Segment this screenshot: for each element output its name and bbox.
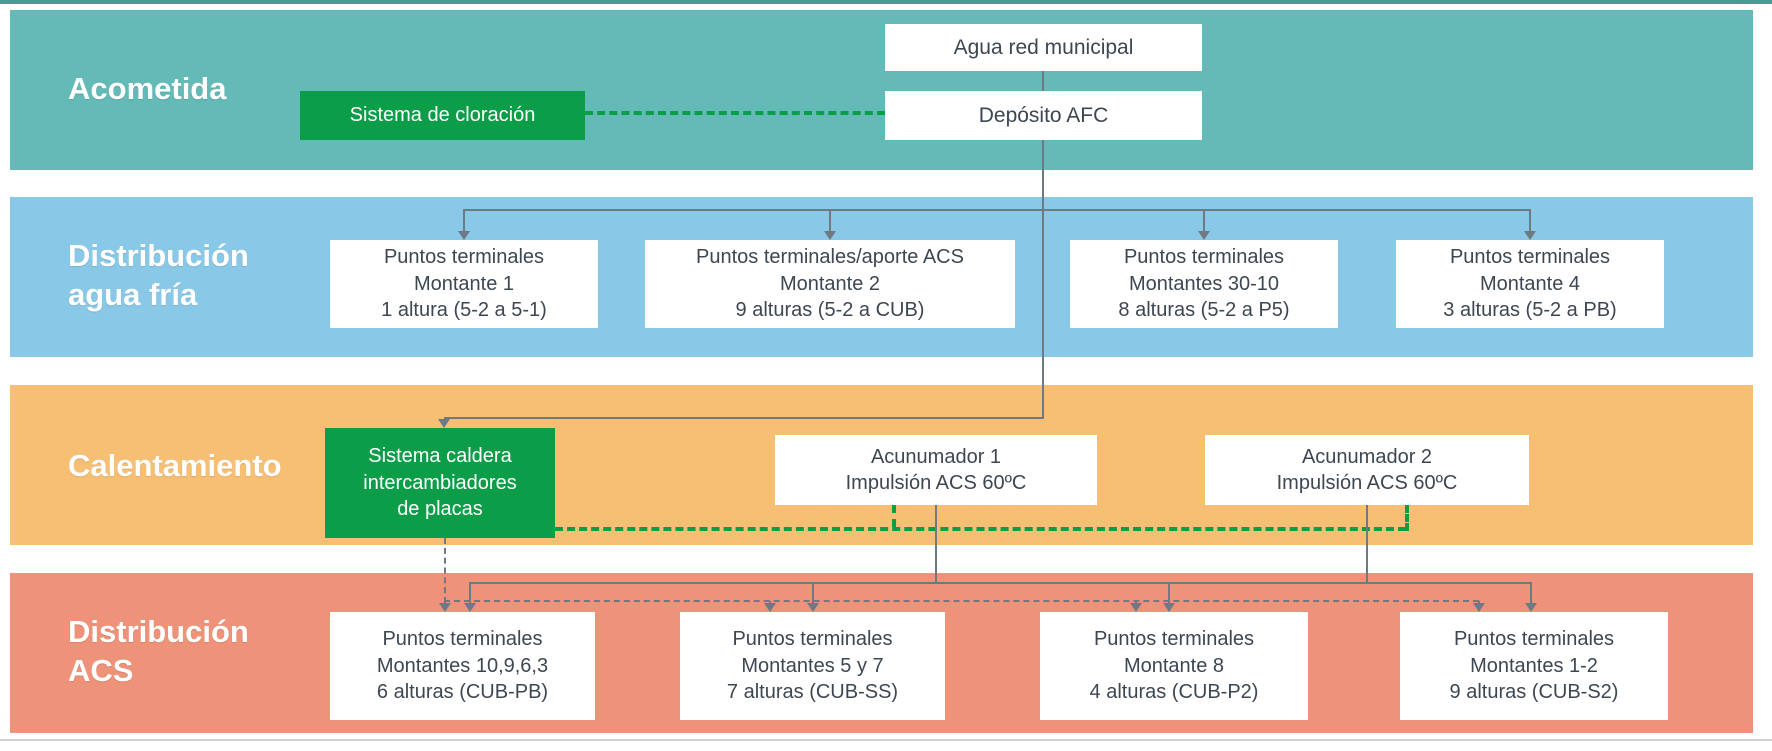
acs-distributor-line-dashed [444,600,1479,602]
cold-drop-1-line [463,210,465,231]
node-acs-montantes-5-7: Puntos terminales Montantes 5 y 7 7 altu… [680,612,945,720]
acs-drop-2-line [812,583,814,603]
node-cold-montante-2: Puntos terminales/aporte ACS Montante 2 … [645,240,1015,328]
node-line: Impulsión ACS 60ºC [1276,472,1458,494]
node-line: 6 alturas (CUB-PB) [376,681,549,704]
node-caldera: Sistema caldera intercambiadores de plac… [325,428,555,538]
band-label-line: Distribución [68,238,249,273]
band-label-text: Acometida [68,71,227,106]
bottom-border [0,739,1772,741]
node-cold-montante-1: Puntos terminales Montante 1 1 altura (5… [330,240,598,328]
node-label: Depósito AFC [978,103,1109,127]
band-label-line: ACS [68,652,134,688]
line-acumulador-1-down [935,505,937,582]
line-deposito-to-caldera [444,417,1044,419]
band-label-acs: Distribución ACS [68,613,249,691]
acs-drop-1-arrow [464,603,476,612]
node-deposito-afc: Depósito AFC [885,91,1202,140]
acs-dashed-drop-4-line [1478,601,1480,604]
acs-dashed-drop-3-line [1135,601,1137,604]
node-label: Sistema de cloración [349,104,536,127]
arrow-dashed-acs-1 [439,603,451,612]
cold-distributor-line [463,209,1531,211]
cold-drop-1-arrow [458,231,470,240]
band-label-line: Distribución [68,614,249,649]
node-line: 8 alturas (5-2 a P5) [1118,299,1290,322]
acs-drop-4-line [1530,583,1532,603]
node-line: 3 alturas (5-2 a PB) [1443,299,1617,322]
cold-drop-2-arrow [824,231,836,240]
node-line: Montantes 30-10 [1128,272,1280,295]
cold-drop-4-arrow [1524,231,1536,240]
cold-drop-2-line [829,210,831,231]
acs-drop-3-arrow [1163,603,1175,612]
line-green-to-acumulador-2 [1405,505,1409,531]
arrow-into-caldera [438,419,450,428]
acs-dashed-drop-3-arrow [1130,603,1142,612]
node-line: Montante 1 [413,272,515,295]
line-cloracion-to-deposito [585,111,885,115]
cold-drop-3-line [1203,210,1205,231]
node-acumulador-2: Acunumador 2 Impulsión ACS 60ºC [1205,435,1529,505]
node-line: de placas [397,498,483,521]
node-line: Puntos terminales [382,628,543,651]
node-label: Agua red municipal [953,35,1134,59]
node-line: 9 alturas (5-2 a CUB) [735,299,925,322]
node-agua-red-municipal: Agua red municipal [885,24,1202,71]
node-line: Puntos terminales [1123,246,1285,269]
acs-drop-3-line [1168,583,1170,603]
node-line: Sistema caldera [368,445,512,468]
line-acumulador-2-down [1366,505,1368,582]
line-caldera-to-acs-dashed [444,538,446,603]
band-label-text: Calentamiento [68,448,282,483]
cold-drop-4-line [1529,210,1531,231]
acs-drop-2-arrow [807,603,819,612]
line-municipal-to-deposito [1042,71,1044,91]
node-cold-montante-4: Puntos terminales Montante 4 3 alturas (… [1396,240,1664,328]
top-border [0,0,1772,4]
acs-dashed-drop-4-arrow [1473,603,1485,612]
acs-drop-4-arrow [1525,603,1537,612]
node-line: Puntos terminales [732,628,893,651]
node-line: Puntos terminales/aporte ACS [696,246,964,269]
node-line: Puntos terminales [1449,246,1611,269]
cold-drop-3-arrow [1198,231,1210,240]
node-line: Acunumador 1 [870,445,1002,468]
node-acumulador-1: Acunumador 1 Impulsión ACS 60ºC [775,435,1097,505]
acs-drop-1-line [469,583,471,603]
node-line: Acunumador 2 [1301,445,1433,468]
node-line: Montante 8 [1123,654,1225,677]
node-line: 4 alturas (CUB-P2) [1089,681,1259,704]
line-green-recirculation [555,527,1406,531]
band-label-calentamiento: Calentamiento [68,447,282,486]
node-line: Puntos terminales [383,246,545,269]
node-line: Montantes 10,9,6,3 [376,654,549,677]
node-line: Puntos terminales [1093,628,1255,651]
band-label-acometida: Acometida [68,70,226,109]
node-acs-montante-8: Puntos terminales Montante 8 4 alturas (… [1040,612,1308,720]
node-line: Montante 2 [779,272,881,295]
acs-dashed-drop-2-line [769,601,771,604]
node-line: Puntos terminales [1453,628,1615,651]
line-green-to-acumulador-1 [892,505,896,527]
node-line: 1 altura (5-2 a 5-1) [381,299,547,322]
band-label-agua-fria: Distribución agua fría [68,237,249,315]
node-line: intercambiadores [363,471,517,494]
node-line: Montantes 1-2 [1470,654,1598,677]
band-acometida [10,10,1753,170]
band-label-line: agua fría [68,276,198,312]
acs-distributor-line-solid [469,582,1532,584]
node-line: Impulsión ACS 60ºC [845,472,1027,494]
node-line: 7 alturas (CUB-SS) [726,681,899,704]
node-line: 9 alturas (CUB-S2) [1449,681,1619,704]
node-cold-montantes-30-10: Puntos terminales Montantes 30-10 8 altu… [1070,240,1338,328]
node-line: Montantes 5 y 7 [741,654,884,677]
node-line: Montante 4 [1479,272,1581,295]
node-acs-montantes-1-2: Puntos terminales Montantes 1-2 9 altura… [1400,612,1668,720]
acs-dashed-drop-2-arrow [764,603,776,612]
node-sistema-cloracion: Sistema de cloración [300,91,585,140]
node-acs-montantes-10-9-6-3: Puntos terminales Montantes 10,9,6,3 6 a… [330,612,595,720]
line-deposito-down [1042,140,1044,417]
